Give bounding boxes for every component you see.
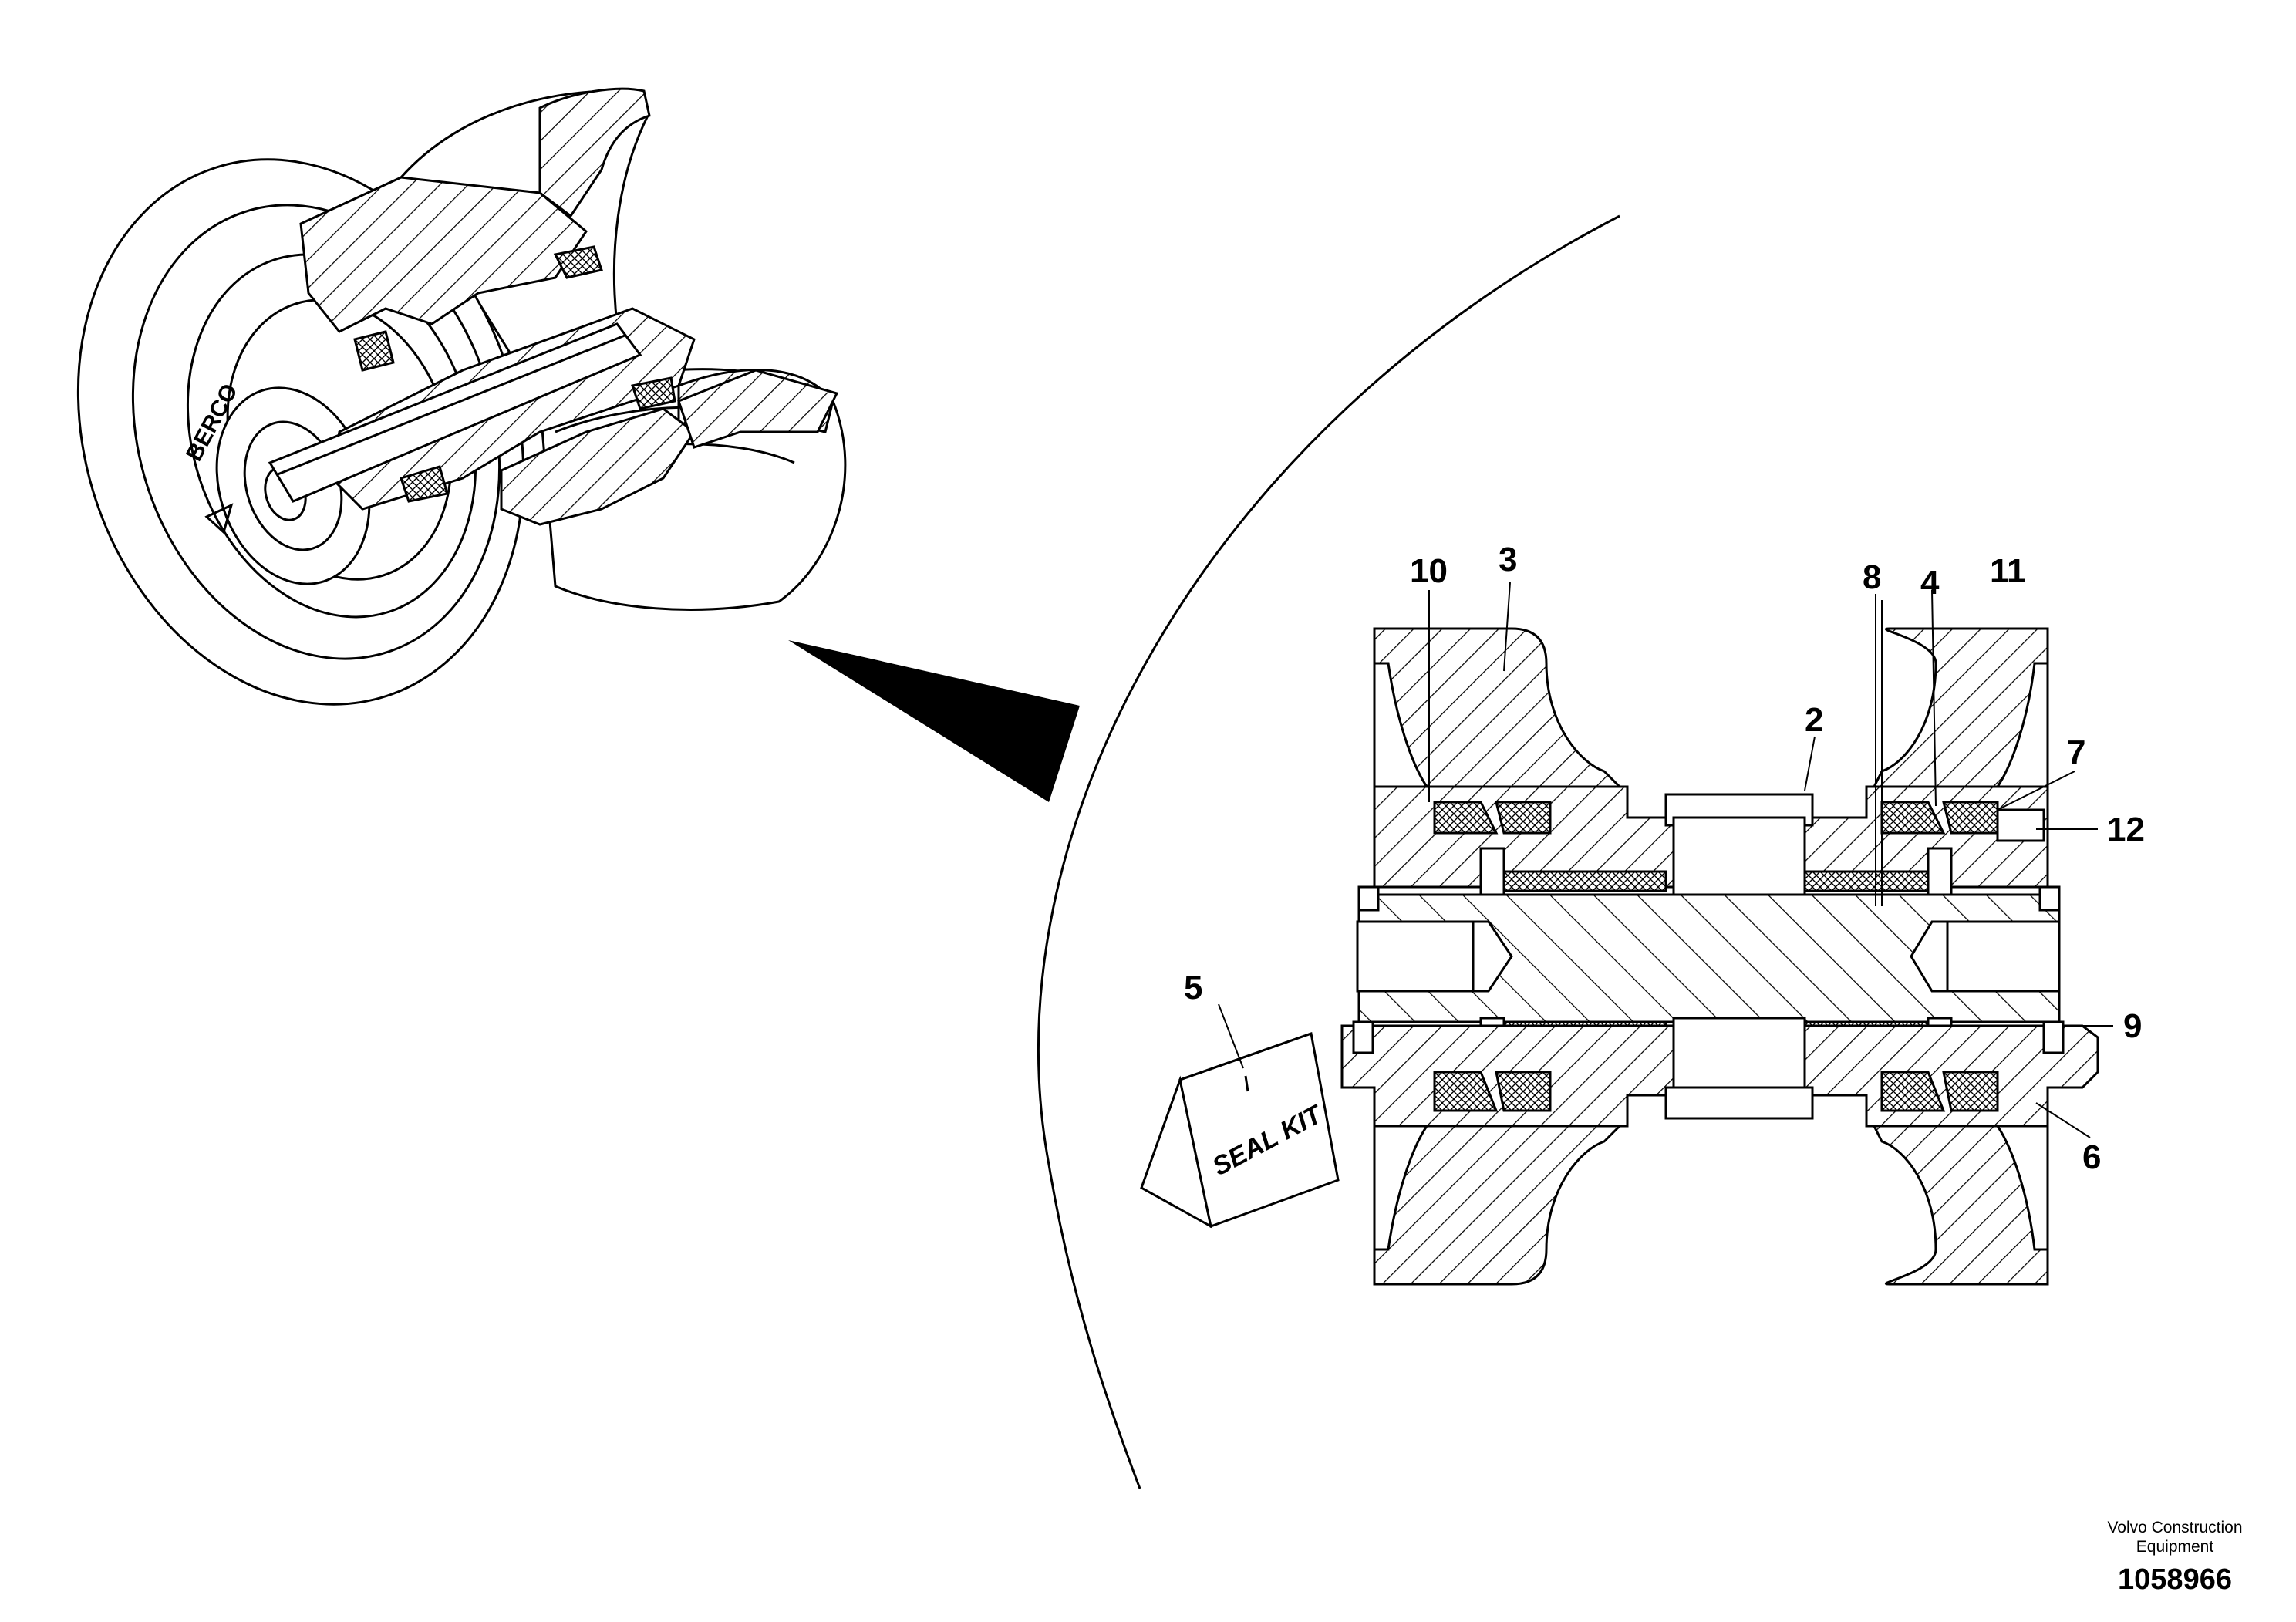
callout-label: 7 [2067, 733, 2085, 771]
callout-label: 11 [1990, 552, 2026, 590]
leader-lines [1218, 582, 2113, 1138]
callout-label: 6 [2082, 1138, 2101, 1176]
callout-label: 8 [1863, 558, 1881, 596]
company-name-line1: Volvo Construction [2107, 1519, 2242, 1536]
seal-kit-illustration: SEAL KIT [1140, 1032, 1340, 1229]
arrow-mark-icon [204, 503, 234, 534]
callout-label: 9 [2123, 1007, 2142, 1045]
footer-block: Volvo Construction Equipment 1058966 [2107, 1519, 2242, 1596]
roller-isometric-view: BERCO [76, 87, 847, 706]
callout-label: 2 [1805, 701, 1823, 739]
callout-label: 4 [1920, 564, 1940, 602]
callout-numbers: 10 3 8 4 11 2 7 12 5 9 6 [1184, 541, 2145, 1176]
detail-boundary-arc [1037, 214, 1620, 1489]
drawing-number: 1058966 [2118, 1563, 2232, 1596]
company-name-line2: Equipment [2136, 1538, 2214, 1556]
zoom-pointer-arrow [788, 640, 1080, 802]
callout-label: 12 [2107, 811, 2145, 848]
callout-label: 3 [1499, 541, 1517, 578]
callout-label: 5 [1184, 969, 1202, 1007]
roller-cross-section [1340, 594, 2099, 1286]
callout-label: 10 [1410, 552, 1448, 590]
